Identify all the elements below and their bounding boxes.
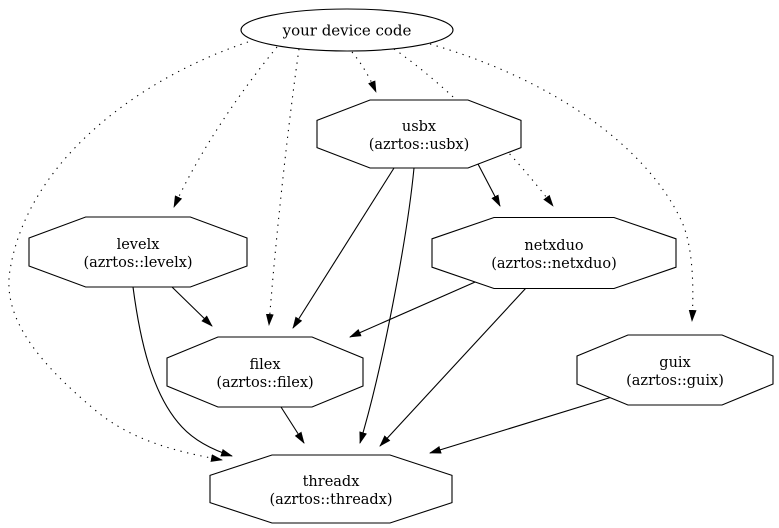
usbx-octagon-shape <box>316 99 522 169</box>
edge-device-filex <box>265 48 300 326</box>
guix-label-line-0: guix <box>659 355 690 371</box>
netxduo-label-line-1: (azrtos::netxduo) <box>491 256 617 272</box>
threadx-octagon-shape <box>209 454 453 524</box>
edge-usbx-netxduo <box>477 163 501 207</box>
guix-label-line-1: (azrtos::guix) <box>626 373 724 389</box>
filex-label-line-0: filex <box>249 357 280 373</box>
node-usbx: usbx(azrtos::usbx) <box>316 99 522 169</box>
filex-octagon-shape <box>166 336 364 408</box>
node-levelx: levelx(azrtos::levelx) <box>28 216 248 288</box>
node-netxduo: netxduo(azrtos::netxduo) <box>431 216 677 290</box>
edge-netxduo-threadx <box>379 287 527 447</box>
edge-levelx-filex <box>171 286 213 327</box>
usbx-label-line-0: usbx <box>402 119 436 135</box>
device-ellipse-shape <box>240 8 454 52</box>
edge-usbx-filex <box>292 167 395 329</box>
filex-label-line-1: (azrtos::filex) <box>216 375 313 391</box>
levelx-label-line-0: levelx <box>117 237 160 253</box>
node-device: your device code <box>240 8 454 52</box>
edge-filex-threadx <box>280 406 305 444</box>
node-filex: filex(azrtos::filex) <box>166 336 364 408</box>
threadx-label-line-0: threadx <box>303 474 360 490</box>
netxduo-octagon-shape <box>431 216 677 290</box>
levelx-octagon-shape <box>28 216 248 288</box>
levelx-label-line-1: (azrtos::levelx) <box>83 255 192 271</box>
edge-levelx-threadx <box>132 286 233 457</box>
edge-device-levelx <box>173 46 278 208</box>
device-label-line-0: your device code <box>282 22 412 40</box>
node-threadx: threadx(azrtos::threadx) <box>209 454 453 524</box>
usbx-label-line-1: (azrtos::usbx) <box>369 137 470 153</box>
node-guix: guix(azrtos::guix) <box>576 334 774 406</box>
edge-guix-threadx <box>429 396 613 454</box>
edge-usbx-threadx <box>359 167 415 444</box>
edge-netxduo-filex <box>349 278 483 338</box>
edge-device-usbx <box>351 51 377 93</box>
guix-octagon-shape <box>576 334 774 406</box>
threadx-label-line-1: (azrtos::threadx) <box>269 492 392 508</box>
netxduo-label-line-0: netxduo <box>524 238 583 254</box>
